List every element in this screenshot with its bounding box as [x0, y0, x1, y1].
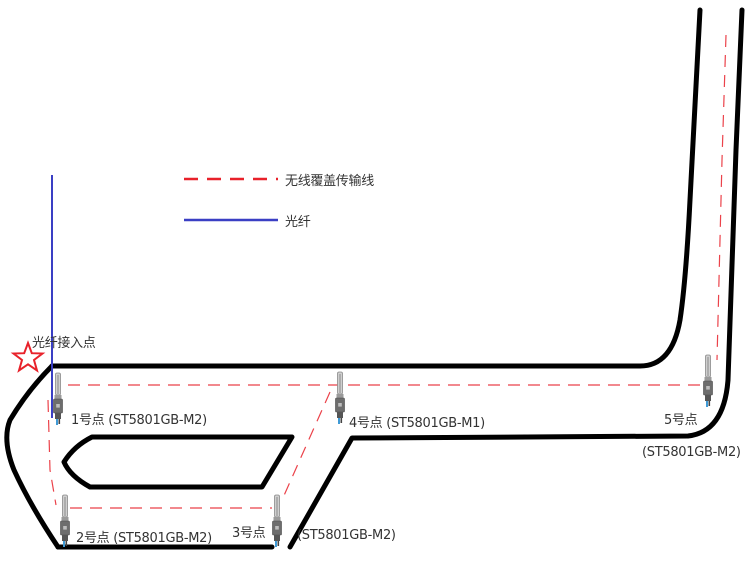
node-2-label: 2号点 (ST5801GB-M2) — [76, 531, 212, 546]
device-icon-node-4 — [335, 371, 345, 425]
wireless-coverage-lines — [47, 34, 727, 509]
node-5-model: (ST5801GB-M2) — [642, 445, 741, 460]
node-1-label: 1号点 (ST5801GB-M2) — [71, 413, 207, 428]
node-5-name: 5号点 — [664, 413, 698, 428]
road-outline — [4, 7, 745, 550]
device-icon-node-1 — [53, 372, 63, 426]
node-3-model: (ST5801GB-M2) — [297, 528, 396, 543]
node-3-name: 3号点 — [232, 526, 266, 541]
device-icon-node-5 — [703, 354, 713, 408]
device-icon-node-2 — [60, 494, 70, 548]
device-icon-node-3 — [272, 494, 282, 548]
node-4-label: 4号点 (ST5801GB-M1) — [349, 416, 485, 431]
fiber-access-label: 光纤接入点 — [32, 336, 96, 351]
legend-label-fiber: 光纤 — [285, 215, 311, 230]
star-icon — [10, 340, 46, 373]
legend-label-wireless: 无线覆盖传输线 — [285, 174, 374, 189]
